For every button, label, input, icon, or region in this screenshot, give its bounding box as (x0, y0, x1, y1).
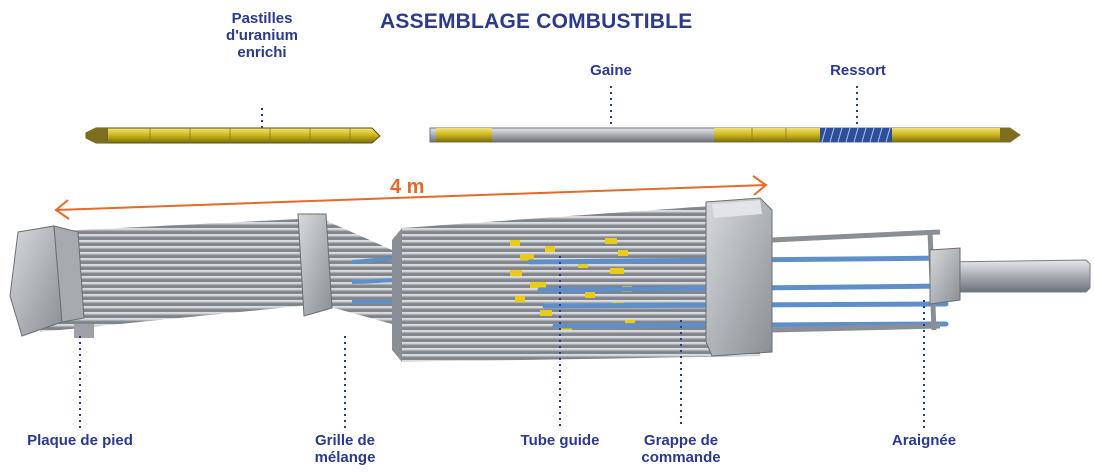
label-cladding: Gaine (590, 62, 632, 79)
leader-lines (79, 86, 925, 428)
label-guide-tube: Tube guide (520, 432, 600, 449)
label-pellets: Pastilles d'uranium enrichi (226, 10, 298, 61)
label-spring: Ressort (830, 62, 886, 79)
fuel-bundle-lower (9, 213, 401, 338)
fuel-rod-left (85, 127, 381, 144)
fuel-bundle-upper (392, 197, 1091, 362)
label-spider: Araignée (891, 432, 957, 449)
label-mixing-grid: Grille de mélange (314, 432, 376, 466)
fuel-rod-right (429, 127, 1021, 143)
label-control-cluster: Grappe de commande (641, 432, 721, 466)
diagram-title: ASSEMBLAGE COMBUSTIBLE (380, 10, 693, 33)
length-label: 4 m (390, 176, 425, 198)
length-arrow (54, 175, 768, 220)
label-bottom-nozzle: Plaque de pied (27, 432, 133, 449)
